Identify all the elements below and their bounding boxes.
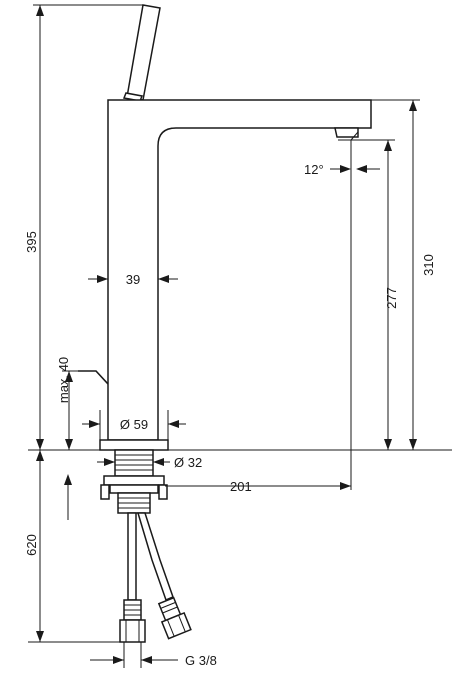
lever-handle xyxy=(126,4,161,101)
dim-outlet-height: 277 xyxy=(384,287,399,309)
dim-hose-length: 620 xyxy=(24,534,39,556)
dim-total-height: 395 xyxy=(24,231,39,253)
dimension-labels: 395 620 310 277 12° 39 max. 40 Ø 59 Ø 32… xyxy=(24,162,436,668)
dim-body-width: 39 xyxy=(126,272,140,287)
dim-spout-angle: 12° xyxy=(304,162,324,177)
dim-base-diameter: Ø 59 xyxy=(120,417,148,432)
faucet-column xyxy=(107,99,372,441)
dim-projection: 201 xyxy=(230,479,252,494)
aerator xyxy=(334,127,359,138)
dim-spout-height: 310 xyxy=(421,254,436,276)
pull-rod xyxy=(78,370,109,385)
faucet xyxy=(78,4,372,643)
dim-lever-max: max. 40 xyxy=(56,357,71,403)
dim-hole-diameter: Ø 32 xyxy=(174,455,202,470)
dim-connection-thread: G 3/8 xyxy=(185,653,217,668)
base-plate xyxy=(99,439,169,451)
supply-hoses xyxy=(119,512,192,643)
threaded-shank xyxy=(100,449,168,514)
dimension-lines xyxy=(28,4,452,668)
